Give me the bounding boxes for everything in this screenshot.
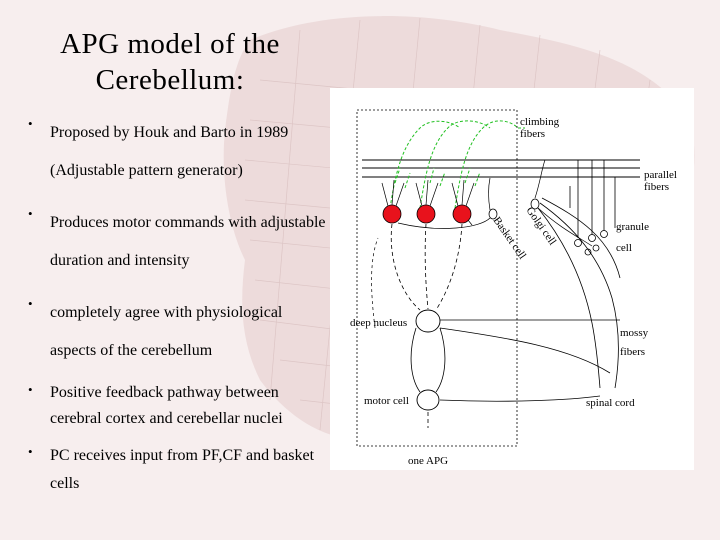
granule-cells bbox=[574, 230, 608, 256]
bullet-marker: • bbox=[28, 444, 33, 459]
label-granule-cell: granule bbox=[616, 221, 649, 233]
label-deep-nucleus: deep nucleus bbox=[350, 317, 407, 329]
label-basket-cell: Basket cell bbox=[491, 215, 529, 262]
bullet-marker: • bbox=[28, 382, 33, 397]
deep-nucleus bbox=[390, 223, 620, 374]
bullet-item: • Produces motor commands with adjustabl… bbox=[22, 204, 332, 280]
label-granule-cell-2: cell bbox=[616, 242, 632, 254]
golgi-cell bbox=[530, 159, 593, 247]
climbing-fibers bbox=[389, 120, 525, 209]
bullet-text: Proposed by Houk and Barto in 1989 (Adju… bbox=[50, 124, 289, 179]
basket-cell bbox=[397, 177, 498, 229]
purkinje-cell bbox=[382, 204, 402, 224]
label-spinal-cord: spinal cord bbox=[586, 397, 635, 409]
bullet-item: • Proposed by Houk and Barto in 1989 (Ad… bbox=[22, 114, 332, 190]
purkinje-cell bbox=[416, 204, 436, 224]
motor-cell bbox=[410, 327, 601, 428]
mossy-fibers bbox=[537, 186, 621, 389]
recurrent-dashed-path bbox=[371, 237, 379, 329]
bullet-text: PC receives input from PF,CF and basket … bbox=[50, 447, 315, 492]
bullet-marker: • bbox=[28, 206, 33, 221]
label-one-apg: one APG bbox=[408, 455, 448, 467]
apg-diagram-svg: climbing fibers parallel fibers granule … bbox=[350, 109, 677, 467]
label-parallel-fibers-2: fibers bbox=[644, 181, 669, 193]
bullet-item: • Positive feedback pathway between cere… bbox=[22, 380, 332, 432]
label-motor-cell: motor cell bbox=[364, 395, 409, 407]
granule-axons bbox=[577, 160, 616, 238]
parallel-fibers bbox=[362, 159, 640, 178]
label-mossy-fibers-2: fibers bbox=[620, 346, 645, 358]
label-climbing-fibers: climbing bbox=[520, 116, 560, 128]
bullet-item: • completely agree with physiological as… bbox=[22, 294, 332, 370]
bullet-marker: • bbox=[28, 116, 33, 131]
bullet-text: Produces motor commands with adjustable … bbox=[50, 214, 326, 269]
bullet-item: • PC receives input from PF,CF and baske… bbox=[22, 442, 332, 498]
bullet-marker: • bbox=[28, 296, 33, 311]
bullet-text: Positive feedback pathway between cerebr… bbox=[50, 384, 283, 427]
label-parallel-fibers: parallel bbox=[644, 169, 677, 181]
apg-diagram: climbing fibers parallel fibers granule … bbox=[330, 88, 694, 470]
apg-enclosure-box bbox=[356, 109, 518, 447]
label-climbing-fibers-2: fibers bbox=[520, 128, 545, 140]
bullet-list: • Proposed by Houk and Barto in 1989 (Ad… bbox=[22, 116, 332, 498]
purkinje-cells bbox=[381, 179, 475, 224]
bullet-text: completely agree with physiological aspe… bbox=[50, 304, 283, 359]
slide-title: APG model of the Cerebellum: bbox=[60, 28, 280, 96]
label-mossy-fibers: mossy bbox=[620, 327, 649, 339]
